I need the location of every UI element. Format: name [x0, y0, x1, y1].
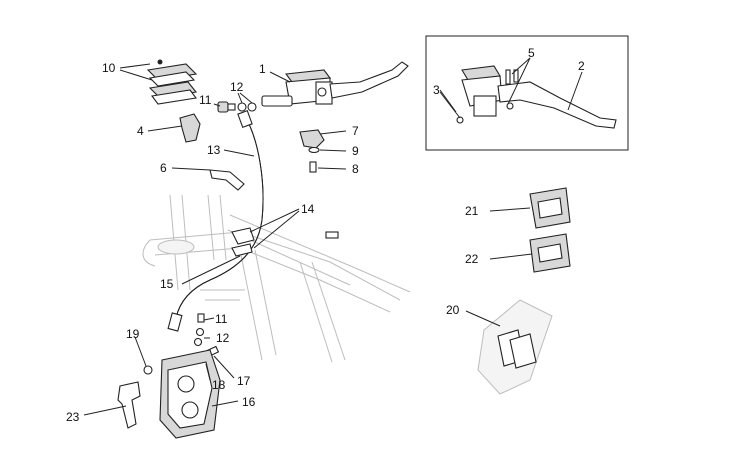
- hose-clip-part: [209, 169, 245, 191]
- callout-9: 9: [352, 144, 359, 158]
- pad-kit-22: [529, 233, 571, 273]
- callout-5: 5: [528, 46, 535, 60]
- callout-19: 19: [126, 327, 140, 341]
- callout-3: 3: [433, 83, 440, 97]
- lever-cap-part: [179, 113, 201, 143]
- callout-11-upper: 11: [199, 93, 212, 107]
- callout-13: 13: [207, 143, 221, 157]
- caliper-washer: [143, 365, 153, 375]
- callout-22: 22: [465, 252, 479, 266]
- brake-pads-part: [477, 299, 553, 395]
- callout-4: 4: [137, 124, 144, 138]
- callout-6: 6: [160, 161, 167, 175]
- brake-hose-part: [167, 110, 264, 332]
- bracket-parts: [299, 129, 325, 173]
- callout-12-lower: 12: [216, 331, 230, 345]
- callout-7: 7: [352, 124, 359, 138]
- reservoir-cover-part: [146, 59, 198, 105]
- callout-11-lower: 11: [215, 312, 228, 326]
- brake-caliper-part: [159, 349, 221, 439]
- lower-banjo-parts: [193, 313, 205, 347]
- callout-15: 15: [160, 277, 174, 291]
- callout-labels: 10 1 12 11 4 13 6 7 9 8 14 15 11 12 19 1…: [66, 46, 585, 424]
- hose-clamp-part: [231, 227, 339, 257]
- inset-master-cylinder: [456, 65, 617, 129]
- callout-21: 21: [465, 204, 479, 218]
- banjo-bolt-upper: [217, 101, 236, 113]
- callout-12-upper: 12: [230, 80, 244, 94]
- callout-8: 8: [352, 162, 359, 176]
- pad-kit-21: [529, 187, 571, 229]
- washers-upper: [237, 102, 257, 112]
- callout-2: 2: [578, 59, 585, 73]
- leader-lines: [83, 57, 583, 416]
- callout-14: 14: [301, 202, 315, 216]
- callout-20: 20: [446, 303, 460, 317]
- callout-10: 10: [102, 61, 116, 75]
- inset-frame: [425, 35, 629, 151]
- master-cylinder-part: [261, 61, 409, 107]
- ghost-frame: [142, 194, 411, 363]
- callout-16: 16: [242, 395, 256, 409]
- callout-23: 23: [66, 410, 80, 424]
- callout-1: 1: [259, 62, 266, 76]
- callout-18: 18: [212, 378, 226, 392]
- pad-spring-part: [117, 381, 141, 429]
- callout-17: 17: [237, 374, 251, 388]
